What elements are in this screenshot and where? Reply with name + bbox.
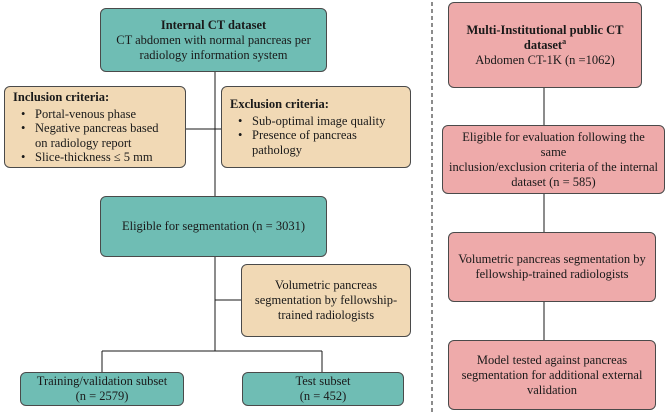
model-line-2: segmentation for additional external xyxy=(461,367,643,382)
training-line-2: (n = 2579) xyxy=(75,389,129,403)
public-dataset-box: Multi-Institutional public CT dataseta A… xyxy=(448,2,642,88)
inclusion-item: Portal-venous phase xyxy=(21,107,159,122)
exclusion-criteria-title: Exclusion criteria: xyxy=(230,96,329,111)
exclusion-criteria-list: Sub-optimal image quality Presence of pa… xyxy=(230,114,385,158)
right-volumetric-line-1: Volumetric pancreas segmentation by xyxy=(458,252,646,266)
volumetric-segmentation-box: Volumetric pancreas segmentation by fell… xyxy=(241,264,411,337)
eligible-eval-line-2: inclusion/exclusion criteria of the inte… xyxy=(449,159,658,174)
internal-dataset-line-2: radiology information system xyxy=(139,47,288,62)
internal-dataset-line-1: CT abdomen with normal pancreas per xyxy=(116,32,311,47)
eligible-segmentation-text: Eligible for segmentation (n = 3031) xyxy=(121,219,306,233)
public-dataset-line: Abdomen CT-1K (n =1062) xyxy=(475,52,615,67)
test-subset-box: Test subset (n = 452) xyxy=(242,372,404,406)
inclusion-criteria-title: Inclusion criteria: xyxy=(13,89,110,104)
internal-dataset-box: Internal CT dataset CT abdomen with norm… xyxy=(100,8,327,72)
inclusion-item: Slice-thickness ≤ 5 mm xyxy=(21,150,159,165)
model-line-3: validation xyxy=(527,382,577,397)
volumetric-line-1: Volumetric pancreas xyxy=(274,278,378,292)
test-line-2: (n = 452) xyxy=(299,389,347,403)
right-volumetric-line-2: fellowship-trained radiologists xyxy=(475,267,629,281)
eligible-eval-line-3: dataset (n = 585) xyxy=(511,174,596,189)
inclusion-criteria-list: Portal-venous phase Negative pancreas ba… xyxy=(13,107,159,165)
eligible-eval-line-1: Eligible for evaluation following the sa… xyxy=(462,129,645,159)
training-validation-box: Training/validation subset (n = 2579) xyxy=(20,372,184,406)
volumetric-line-3: trained radiologists xyxy=(277,308,375,322)
model-tested-box: Model tested against pancreas segmentati… xyxy=(448,340,656,410)
eligible-evaluation-box: Eligible for evaluation following the sa… xyxy=(442,125,665,194)
footnote-marker: a xyxy=(562,36,567,46)
model-line-1: Model tested against pancreas xyxy=(476,352,628,367)
internal-dataset-title: Internal CT dataset xyxy=(160,17,267,32)
right-volumetric-box: Volumetric pancreas segmentation by fell… xyxy=(448,232,656,302)
eligible-segmentation-box: Eligible for segmentation (n = 3031) xyxy=(100,196,327,257)
exclusion-item: Sub-optimal image quality xyxy=(238,114,385,129)
test-line-1: Test subset xyxy=(295,374,351,388)
training-line-1: Training/validation subset xyxy=(36,374,168,388)
volumetric-line-2: segmentation by fellowship- xyxy=(254,293,398,307)
inclusion-criteria-box: Inclusion criteria: Portal-venous phase … xyxy=(4,86,186,168)
public-dataset-title: Multi-Institutional public CT dataseta xyxy=(466,22,624,52)
exclusion-criteria-box: Exclusion criteria: Sub-optimal image qu… xyxy=(221,86,411,168)
